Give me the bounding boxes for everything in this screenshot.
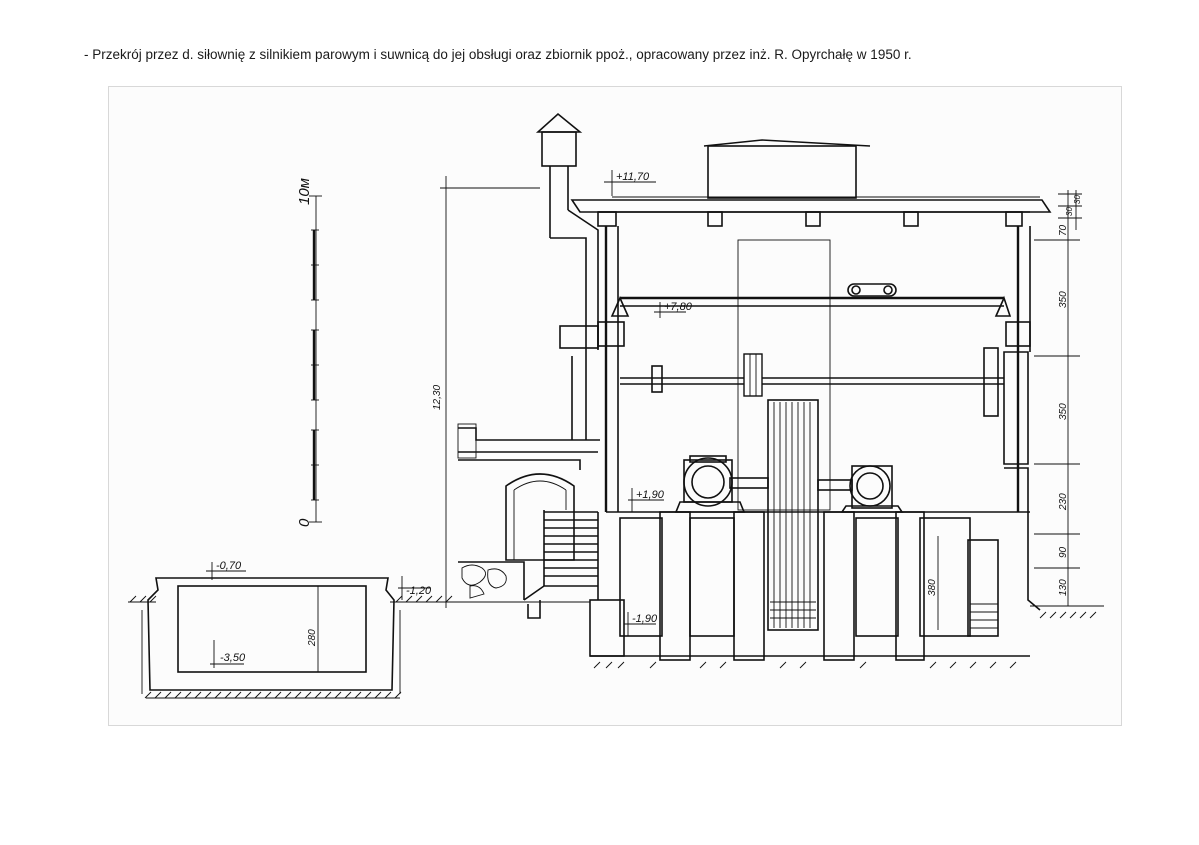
drawing-sheet xyxy=(108,86,1122,726)
dim-chain-8: 130 xyxy=(1058,579,1069,596)
scale-top-label: 10м xyxy=(296,178,313,205)
right-dimension-chain: 30 30 70 350 350 230 90 130 xyxy=(1034,190,1082,607)
dim-chain-5: 350 xyxy=(1058,403,1069,420)
scale-bottom-label: 0 xyxy=(296,518,313,527)
total-height-dim: 12,30 xyxy=(432,385,443,410)
central-column xyxy=(767,399,819,631)
line-shaft xyxy=(620,347,1004,417)
dim-chain-7: 90 xyxy=(1058,546,1069,558)
basement: -1,90 380 xyxy=(589,511,1104,669)
roof-level: +11,70 xyxy=(616,171,650,183)
ground-level: -1,20 xyxy=(406,585,432,597)
crane-level: +7,80 xyxy=(664,301,693,313)
basement-height-dim: 380 xyxy=(927,579,938,596)
dim-chain-1: 30 xyxy=(1073,195,1082,204)
dim-chain-4: 350 xyxy=(1058,291,1069,308)
dim-chain-2: 30 xyxy=(1065,207,1074,216)
left-annex xyxy=(457,350,600,619)
building-walls xyxy=(604,226,1041,611)
roof: +11,70 xyxy=(570,139,1052,227)
tank-top-level: -0,70 xyxy=(216,560,242,572)
basement-level: -1,90 xyxy=(632,613,658,625)
floor-level: +1,90 xyxy=(636,489,665,501)
fire-tank: -0,70 -3,50 280 -1,20 xyxy=(128,560,590,699)
overhead-crane: +7,80 xyxy=(597,283,1031,347)
dim-chain-3: 70 xyxy=(1058,224,1069,236)
tank-height-dim: 280 xyxy=(307,629,318,647)
steam-engine: +1,90 xyxy=(628,455,904,513)
dim-chain-6: 230 xyxy=(1058,493,1069,511)
scale-bar: 10м 0 xyxy=(296,178,322,527)
chimney xyxy=(535,112,599,350)
page-caption: - Przekrój przez d. siłownię z silnikiem… xyxy=(84,47,912,62)
total-height-dimension: 12,30 xyxy=(432,176,540,608)
tank-bottom-level: -3,50 xyxy=(220,652,246,664)
